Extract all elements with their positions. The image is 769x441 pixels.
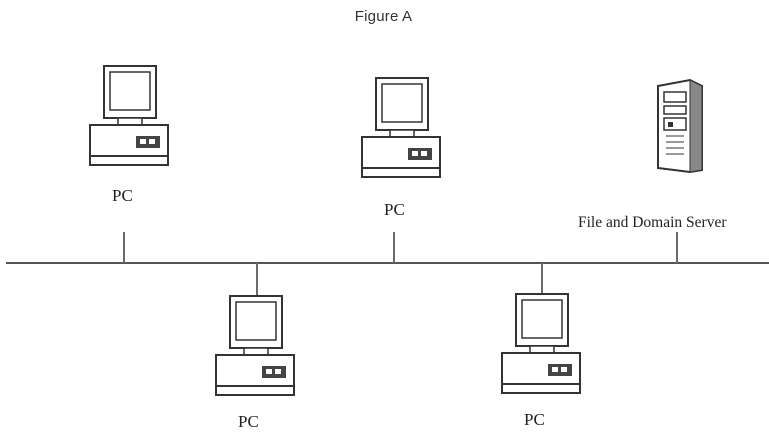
pc-icon xyxy=(356,72,442,184)
pc-icon xyxy=(84,60,170,172)
drop-line-server xyxy=(676,232,678,263)
server-label: File and Domain Server xyxy=(578,214,727,231)
server-node xyxy=(650,76,710,174)
network-bus-line xyxy=(6,262,769,264)
figure-title: Figure A xyxy=(354,8,413,25)
pc-label-2: PC xyxy=(384,200,405,219)
pc-node-1: PC xyxy=(84,60,170,205)
drop-line-pc-1 xyxy=(123,232,125,263)
drop-line-pc-4 xyxy=(541,263,543,296)
drop-line-pc-2 xyxy=(393,232,395,263)
pc-node-4: PC xyxy=(496,288,582,429)
pc-label-3: PC xyxy=(238,412,259,431)
server-icon xyxy=(650,76,710,174)
pc-icon xyxy=(210,290,296,402)
pc-icon xyxy=(496,288,582,400)
pc-label-1: PC xyxy=(112,186,133,205)
pc-label-4: PC xyxy=(524,410,545,429)
pc-node-2: PC xyxy=(356,72,442,219)
pc-node-3: PC xyxy=(210,290,296,431)
drop-line-pc-3 xyxy=(256,263,258,298)
